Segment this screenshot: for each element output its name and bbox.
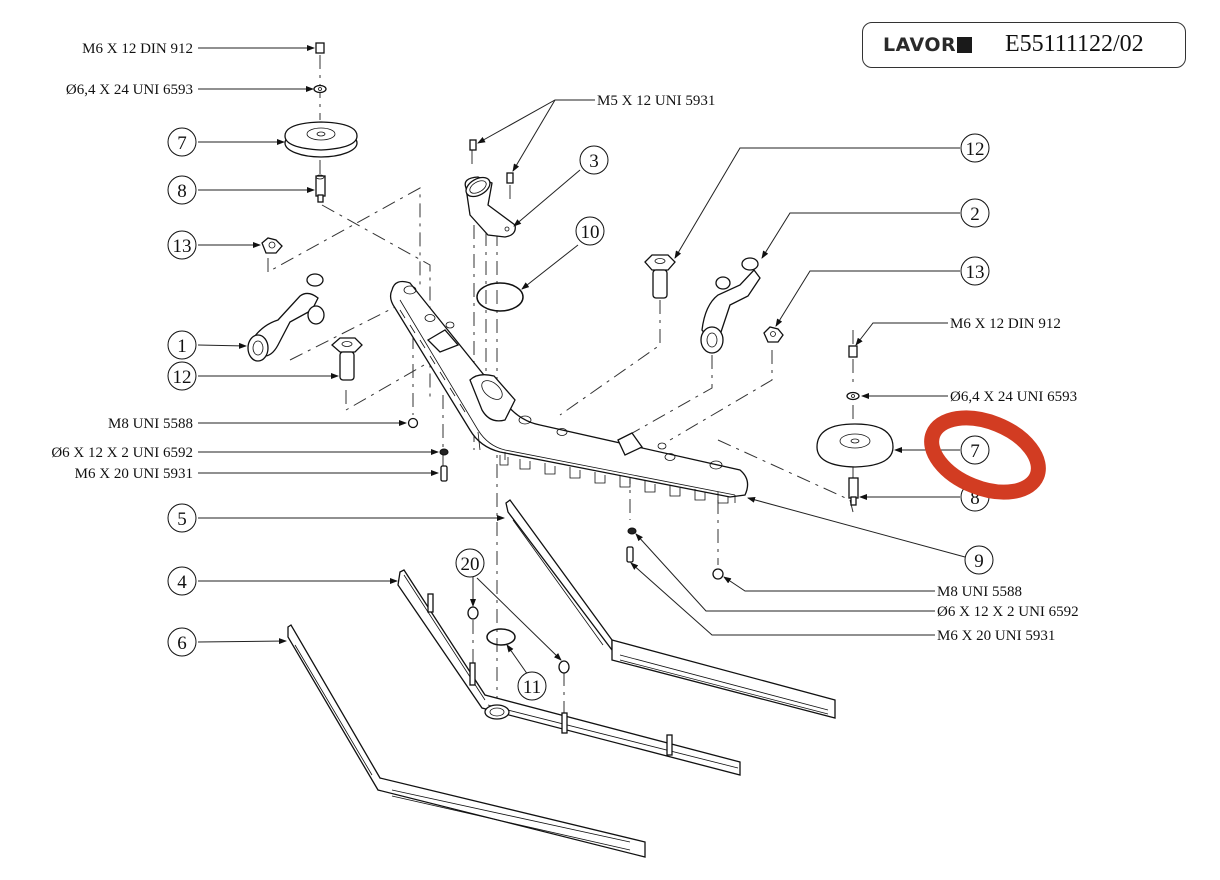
part-6-blade (287, 624, 646, 858)
balloon-5-number: 5 (177, 509, 187, 530)
balloon-12-right[interactable]: 12 (960, 133, 990, 163)
balloon-8-left-number: 8 (177, 181, 187, 202)
balloon-3[interactable]: 3 (579, 145, 609, 175)
balloon-4[interactable]: 4 (167, 566, 197, 596)
balloon-1-number: 1 (177, 336, 187, 357)
balloon-9[interactable]: 9 (964, 545, 994, 575)
balloon-4-number: 4 (177, 572, 187, 593)
brand-logo-mark-icon (957, 37, 973, 53)
drawing-code: E55111122/02 (1005, 31, 1144, 57)
highlight-ring-part-7 (924, 410, 1046, 500)
part-5-blade (505, 499, 836, 719)
label-top-left-washer: Ø6,4 X 24 UNI 6593 (66, 82, 193, 98)
balloon-12-left-number: 12 (173, 367, 192, 388)
part-11-o-ring (486, 628, 516, 646)
balloon-2-number: 2 (970, 204, 980, 225)
balloon-7-right-number: 7 (970, 441, 980, 462)
balloon-13-right[interactable]: 13 (960, 256, 990, 286)
balloon-11[interactable]: 11 (517, 671, 547, 701)
balloon-7-left-number: 7 (177, 133, 187, 154)
part-4-frame (397, 569, 741, 776)
label-right-bottom-washer: Ø6 X 12 X 2 UNI 6592 (937, 604, 1079, 620)
balloon-8-left[interactable]: 8 (167, 175, 197, 205)
balloon-6-number: 6 (177, 633, 187, 654)
balloon-6[interactable]: 6 (167, 627, 197, 657)
label-right-nut: M8 UNI 5588 (937, 584, 1022, 600)
balloon-5[interactable]: 5 (167, 503, 197, 533)
label-left-washer: Ø6 X 12 X 2 UNI 6592 (51, 445, 193, 461)
label-right-screw: M6 X 12 DIN 912 (950, 316, 1061, 332)
balloon-2[interactable]: 2 (960, 198, 990, 228)
balloon-13-right-number: 13 (966, 262, 985, 283)
squeegee-body (389, 280, 749, 504)
balloon-9-number: 9 (974, 551, 984, 572)
balloon-7-left[interactable]: 7 (167, 127, 197, 157)
title-block: LAVOR E55111122/02 (862, 22, 1186, 68)
balloon-12-right-number: 12 (966, 139, 985, 160)
balloon-13-left-number: 13 (173, 236, 192, 257)
label-right-washer: Ø6,4 X 24 UNI 6593 (950, 389, 1077, 405)
balloon-3-number: 3 (589, 151, 599, 172)
label-top-left-screw: M6 X 12 DIN 912 (82, 41, 193, 57)
balloon-12-left[interactable]: 12 (167, 361, 197, 391)
centre-lines (267, 55, 854, 720)
balloon-10-number: 10 (581, 222, 600, 243)
balloon-13-left[interactable]: 13 (167, 230, 197, 260)
balloon-20-number: 20 (461, 554, 480, 575)
label-left-screw: M6 X 20 UNI 5931 (75, 466, 193, 482)
label-left-nut: M8 UNI 5588 (108, 416, 193, 432)
brand-logo: LAVOR (883, 34, 973, 56)
balloon-7-right[interactable]: 7 (960, 435, 990, 465)
balloon-20[interactable]: 20 (455, 548, 485, 578)
balloon-10[interactable]: 10 (575, 216, 605, 246)
part-10-o-ring (476, 282, 524, 312)
balloon-1[interactable]: 1 (167, 330, 197, 360)
label-top-screws: M5 X 12 UNI 5931 (597, 93, 715, 109)
label-right-bottom-screw: M6 X 20 UNI 5931 (937, 628, 1055, 644)
hardware (247, 42, 894, 674)
balloon-8-right-number: 8 (970, 488, 980, 509)
balloon-11-number: 11 (523, 677, 541, 698)
